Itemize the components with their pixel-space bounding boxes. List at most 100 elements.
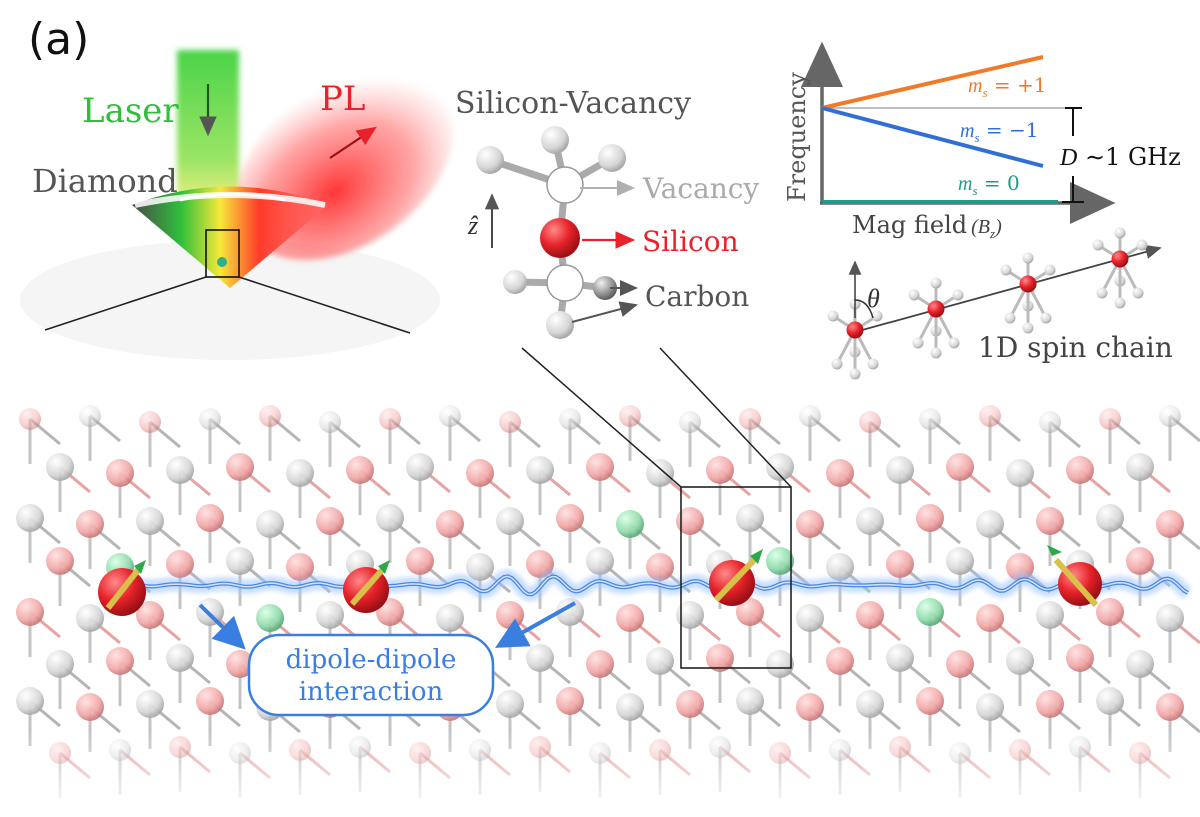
lattice-atom xyxy=(556,687,584,715)
chain-carbon-atom xyxy=(1136,239,1148,251)
x-axis-label-text: Mag field xyxy=(852,211,967,239)
lattice-atom xyxy=(1096,598,1124,626)
lattice-atom xyxy=(46,453,74,481)
chain-carbon-atom xyxy=(952,289,964,301)
lattice-atom xyxy=(556,598,584,626)
lattice-atom xyxy=(1036,690,1064,718)
lattice-atom xyxy=(946,453,974,481)
lattice-atom xyxy=(406,547,434,575)
lattice-atom xyxy=(676,690,704,718)
diamond-label: Diamond xyxy=(32,162,178,200)
x-axis-label-close: ) xyxy=(994,216,1002,238)
level-label-minus1-value: = −1 xyxy=(980,118,1039,142)
lattice-atom xyxy=(1006,459,1034,487)
chain-carbon-atom xyxy=(1022,252,1034,264)
lattice-atom xyxy=(46,547,74,575)
siv-center-1 xyxy=(98,560,146,616)
interaction-arrow-left xyxy=(198,603,246,650)
lattice-atom xyxy=(526,456,554,484)
lattice-atom xyxy=(676,507,704,535)
lattice-atom xyxy=(496,690,524,718)
silicon-atom xyxy=(540,218,580,258)
lattice-atom xyxy=(166,456,194,484)
silicon-label: Silicon xyxy=(642,225,739,258)
lattice-atom xyxy=(106,459,134,487)
spin-chain-label: 1D spin chain xyxy=(978,331,1173,364)
lattice-atom xyxy=(856,507,884,535)
chain-units xyxy=(827,227,1148,380)
lattice-atom xyxy=(736,504,764,532)
lattice-atom xyxy=(76,604,104,632)
lattice-atom xyxy=(1156,693,1184,721)
carbon-atom xyxy=(546,311,574,339)
diamond-illustration: (a) Laser PL Diamond xyxy=(20,14,454,360)
lattice-atom xyxy=(196,687,224,715)
lattice-atom xyxy=(136,690,164,718)
chain-carbon-atom xyxy=(849,368,861,380)
lattice-atom xyxy=(616,693,644,721)
z-axis-label: ẑ xyxy=(467,211,479,240)
chain-carbon-atom xyxy=(908,289,920,301)
lattice-atom xyxy=(1096,504,1124,532)
lattice-atom xyxy=(256,510,284,538)
carbon-arrow-2 xyxy=(571,301,638,323)
lattice-atom xyxy=(676,601,704,629)
level-label-minus1: ms = −1 xyxy=(960,118,1038,145)
theta-label: θ xyxy=(867,284,880,313)
lattice-atom xyxy=(706,456,734,484)
spin-chain-illustration: θ 1D spin chain xyxy=(827,227,1173,380)
lattice-atom xyxy=(766,650,794,678)
diamond-cone xyxy=(132,186,328,288)
lattice-atom xyxy=(76,693,104,721)
zero-field-splitting-bracket xyxy=(1062,107,1084,203)
chain-siv-unit xyxy=(908,277,964,359)
diamond-zoom-line-left xyxy=(44,276,207,331)
lattice-atom xyxy=(886,644,914,672)
lattice-atom xyxy=(436,604,464,632)
chain-carbon-atom xyxy=(1132,287,1144,299)
lattice-atom xyxy=(796,693,824,721)
chain-silicon-atom xyxy=(1111,250,1129,268)
energy-level-plot: D ∼1 GHz ms = +1 ms = −1 ms = 0 Frequenc… xyxy=(783,41,1181,241)
splitting-value: ∼1 GHz xyxy=(1077,143,1180,171)
level-ms-minus1 xyxy=(821,106,1044,168)
lattice-atom xyxy=(646,647,674,675)
lattice-atom xyxy=(136,601,164,629)
lattice-atom xyxy=(256,604,284,632)
lattice-atom xyxy=(106,647,134,675)
splitting-label: D ∼1 GHz xyxy=(1059,143,1181,171)
lattice-atom xyxy=(976,693,1004,721)
lattice-atom xyxy=(46,650,74,678)
siv-structure: Silicon-Vacancy ẑ Vacancy S xyxy=(455,86,759,339)
chain-carbon-atom xyxy=(1040,312,1052,324)
lattice-atom xyxy=(1126,547,1154,575)
chain-carbon-atom xyxy=(827,310,839,322)
lattice-atom xyxy=(136,507,164,535)
lattice-atom xyxy=(166,644,194,672)
lattice-atom xyxy=(916,504,944,532)
lattice-atom xyxy=(796,604,824,632)
lattice-atom xyxy=(586,547,614,575)
lattice-atom xyxy=(886,456,914,484)
lattice-atom xyxy=(1156,510,1184,538)
dipole-interaction-wave xyxy=(138,569,1192,602)
x-axis-label: Mag field(Bz) xyxy=(852,211,1002,241)
vacancy-label: Vacancy xyxy=(642,172,759,205)
interaction-label-line2: interaction xyxy=(299,677,444,707)
chain-carbon-atom xyxy=(948,337,960,349)
lattice-atom xyxy=(1096,687,1124,715)
lattice-atom xyxy=(736,598,764,626)
lattice-atom xyxy=(736,687,764,715)
chain-carbon-atom xyxy=(930,347,942,359)
chain-siv-unit xyxy=(1092,227,1148,309)
lattice-atom xyxy=(1066,456,1094,484)
siv-center-4 xyxy=(1047,545,1102,607)
lattice-atom xyxy=(1036,507,1064,535)
diamond-zoom-line-right xyxy=(238,276,411,334)
lattice-atom xyxy=(646,553,674,581)
lattice-atom xyxy=(226,650,254,678)
level-label-0-sub: s xyxy=(972,183,977,198)
lattice-atom xyxy=(526,550,554,578)
chain-carbon-atom xyxy=(1114,297,1126,309)
chain-carbon-atom xyxy=(1114,227,1126,239)
